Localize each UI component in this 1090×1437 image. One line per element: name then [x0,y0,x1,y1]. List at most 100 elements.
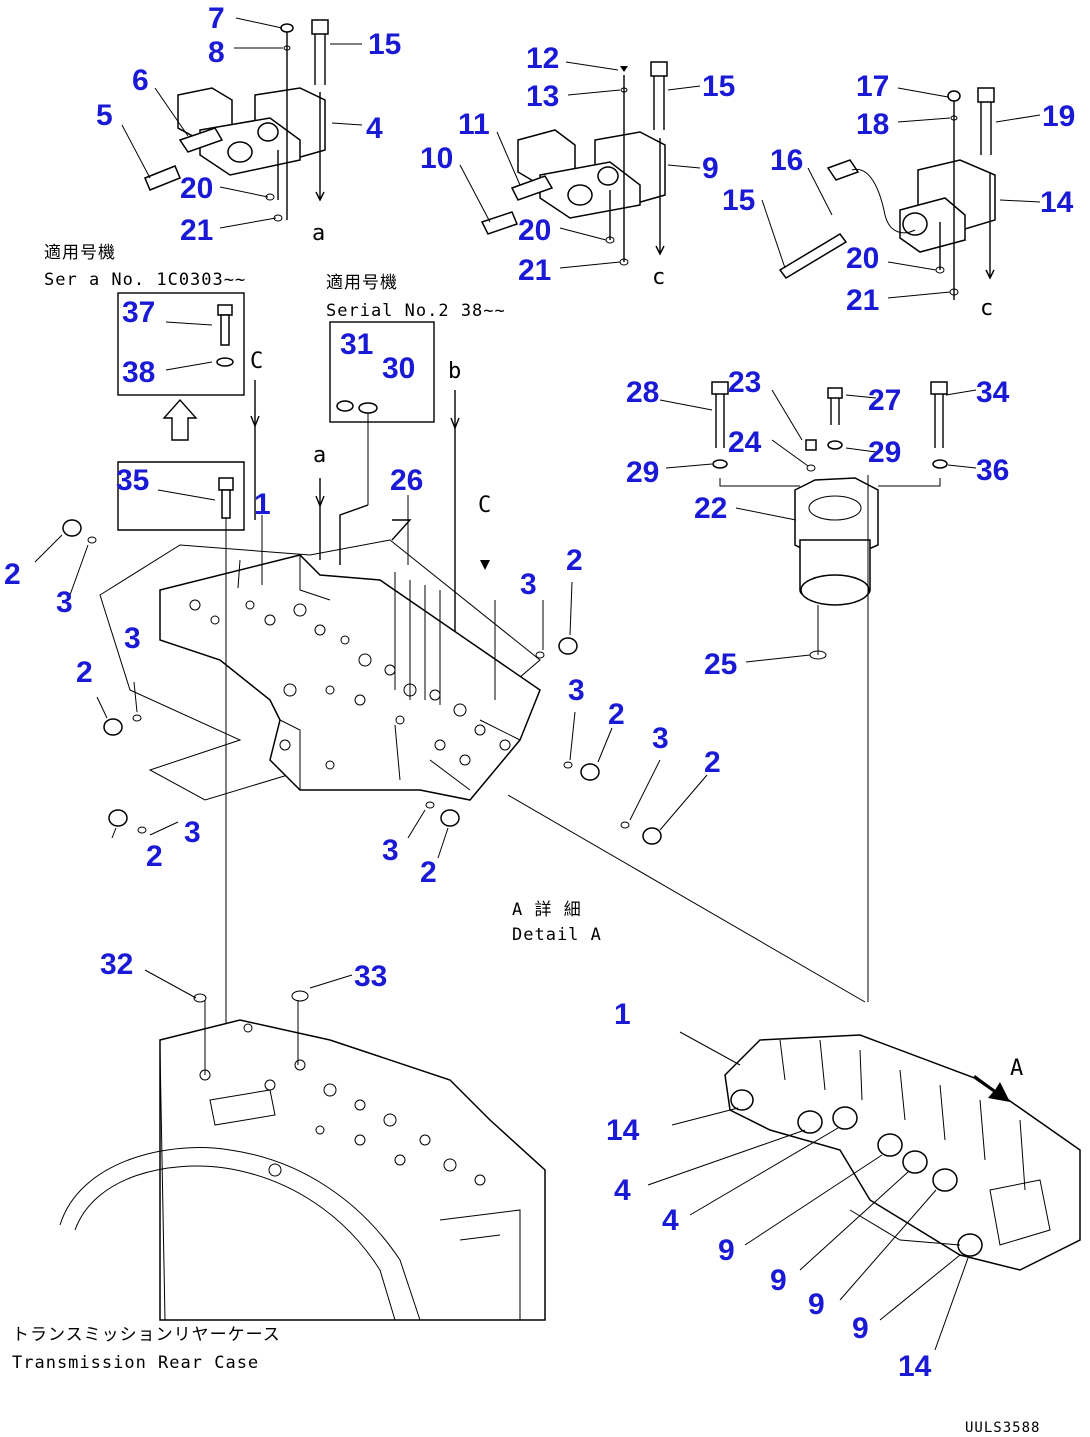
callout-16: 16 [770,144,803,177]
serial-note-left-jp: 適用号機 [44,243,116,263]
detail-leader-1 [507,794,866,1003]
callout-9: 9 [770,1264,787,1297]
callout-15: 15 [722,184,755,217]
view-marker-a: A [1010,1056,1023,1081]
callout-31: 31 [340,328,373,361]
callout-2: 2 [4,558,21,591]
callout-3: 3 [56,586,73,619]
callout-3: 3 [382,834,399,867]
transmission-rear-case [59,990,546,1321]
ref-letter-c-top: c [652,265,665,290]
callout-28: 28 [626,376,659,409]
callout-20: 20 [518,214,551,247]
serial-box-mid [329,321,435,423]
callout-2: 2 [566,544,583,577]
callout-33: 33 [354,960,387,993]
callout-12: 12 [526,42,559,75]
callout-5: 5 [96,99,113,132]
valve-body-holes [189,599,511,770]
callout-4: 4 [366,112,383,145]
upgrade-arrow [162,398,198,441]
callout-9: 9 [718,1234,735,1267]
callout-29: 29 [626,456,659,489]
valve-assembly-detail-a [724,1034,1081,1271]
serial-note-left: Ser a No. 1C0303~~ [44,270,246,290]
callout-38: 38 [122,356,155,389]
callout-14: 14 [606,1114,640,1147]
callout-9: 9 [852,1312,869,1345]
callout-26: 26 [390,464,423,497]
callout-3: 3 [184,816,201,849]
callout-2: 2 [704,746,721,779]
callout-3: 3 [520,568,537,601]
callout-29: 29 [868,436,901,469]
callout-6: 6 [132,64,149,97]
callout-1: 1 [614,998,631,1031]
callout-34: 34 [976,376,1010,409]
detail-note-jp: A 詳 細 [512,900,582,920]
ref-letter-a-top: a [312,221,325,246]
callout-36: 36 [976,454,1009,487]
solenoid-valve-assembly-14 [778,87,996,300]
callout-4: 4 [662,1204,679,1237]
callout-4: 4 [614,1174,631,1207]
callout-32: 32 [100,948,133,981]
callout-15: 15 [368,28,401,61]
bolt-37-washer-38 [165,304,234,371]
callout-3: 3 [568,674,585,707]
callout-8: 8 [208,36,225,69]
callout-7: 7 [208,2,225,35]
callout-27: 27 [868,384,901,417]
callout-9: 9 [702,152,719,185]
callout-21: 21 [846,284,879,317]
callout-22: 22 [694,492,727,525]
callout-3: 3 [124,622,141,655]
ref-letter-a-mid: a [313,443,326,468]
callout-10: 10 [420,142,453,175]
callout-2: 2 [146,840,163,873]
callout-19: 19 [1042,100,1075,133]
detail-note: Detail A [512,925,602,945]
solenoid-valve-assembly-4 [144,19,329,222]
callout-35: 35 [116,464,149,497]
ref-letter-b-top: b [448,359,461,384]
callout-20: 20 [180,172,213,205]
serial-note-mid: Serial No.2 38~~ [326,301,506,321]
callout-25: 25 [704,648,737,681]
callout-17: 17 [856,70,889,103]
case-note-jp: トランスミッションリヤーケース [12,1325,281,1345]
callout-11: 11 [458,108,490,141]
callout-13: 13 [526,80,559,113]
callout-37: 37 [122,296,155,329]
callout-18: 18 [856,108,889,141]
ref-letter-c-mid: C [478,493,491,518]
valve-body-1 [99,477,541,1130]
case-note: Transmission Rear Case [12,1353,259,1373]
callout-23: 23 [728,366,761,399]
callout-15: 15 [702,70,735,103]
plugs-and-orings [34,519,708,859]
drawing-id: UULS3588 [965,1420,1040,1436]
ref-letter-c-left: C [250,349,263,374]
callout-2: 2 [76,656,93,689]
callout-14: 14 [898,1350,932,1383]
serial-box-left [117,292,245,396]
ref-letter-c-right: c [980,296,993,321]
callout-21: 21 [180,214,213,247]
solenoid-valve-assembly-9 [480,61,668,266]
callout-14: 14 [1040,186,1074,219]
callout-30: 30 [382,352,415,385]
callout-24: 24 [728,426,762,459]
view-arrow-icon [973,1075,1010,1102]
callout-21: 21 [518,254,551,287]
serial-note-mid-jp: 適用号機 [326,273,398,293]
serial-box-old [117,461,245,531]
callout-9: 9 [808,1288,825,1321]
callout-2: 2 [608,698,625,731]
accumulator-22 [711,381,948,660]
callout-3: 3 [652,722,669,755]
callout-20: 20 [846,242,879,275]
